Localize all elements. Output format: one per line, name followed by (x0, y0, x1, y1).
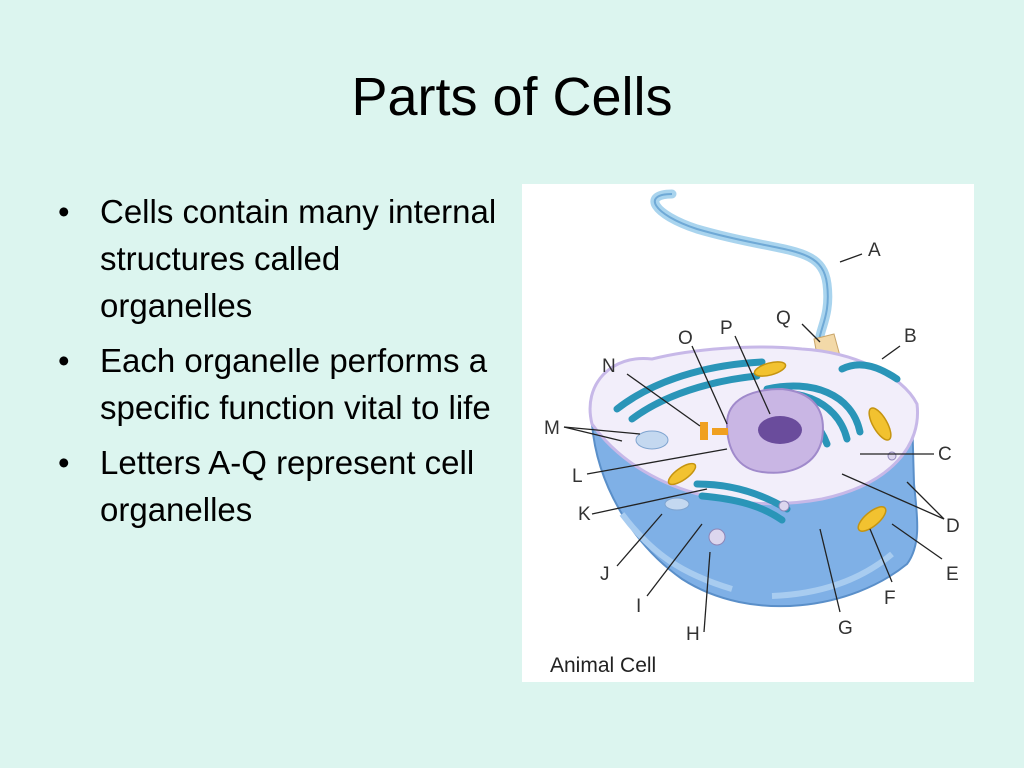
label-e: E (946, 564, 959, 585)
label-c: C (938, 444, 952, 465)
animal-cell-diagram: A B C D E F G H I J K L M N O P Q Animal… (522, 184, 974, 682)
label-f: F (884, 588, 896, 609)
label-d: D (946, 516, 960, 537)
bullet-list: • Cells contain many internal structures… (58, 188, 498, 541)
bullet-item: • Cells contain many internal structures… (58, 188, 498, 329)
label-i: I (636, 596, 641, 617)
bullet-item: • Letters A-Q represent cell organelles (58, 439, 498, 533)
label-q: Q (776, 308, 791, 329)
vesicle (708, 528, 726, 546)
diagram-caption: Animal Cell (550, 654, 656, 677)
slide-title: Parts of Cells (351, 67, 673, 127)
bullet-text: Cells contain many internal structures c… (100, 193, 497, 324)
label-g: G (838, 618, 853, 639)
label-h: H (686, 624, 700, 645)
label-b: B (904, 326, 917, 347)
bullet-text: Letters A-Q represent cell organelles (100, 444, 475, 528)
lysosome (664, 497, 690, 511)
bullet-text: Each organelle performs a specific funct… (100, 342, 491, 426)
vacuole (635, 430, 669, 450)
label-a: A (868, 240, 881, 261)
label-k: K (578, 504, 591, 525)
mitochondria (667, 361, 892, 532)
cell-illustration: A B C D E F G H I J K L M N O P Q Animal… (544, 189, 960, 677)
label-m: M (544, 418, 560, 439)
bullet-icon: • (58, 342, 70, 379)
bullet-icon: • (58, 193, 70, 230)
bullet-icon: • (58, 444, 70, 481)
label-n: N (602, 356, 616, 377)
label-o: O (678, 328, 693, 349)
bullet-item: • Each organelle performs a specific fun… (58, 337, 498, 431)
nucleolus (758, 416, 802, 444)
centriole (700, 422, 708, 440)
label-j: J (600, 564, 610, 585)
leader-lines (563, 253, 945, 633)
label-l: L (572, 466, 583, 487)
label-p: P (720, 318, 733, 339)
